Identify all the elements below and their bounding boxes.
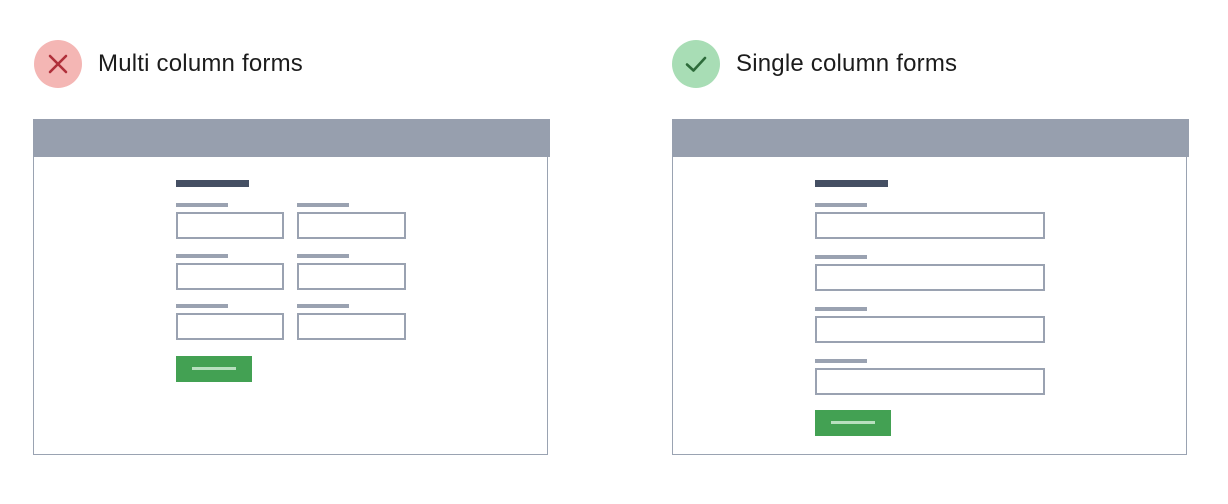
field-input[interactable] (176, 263, 284, 290)
multi-column-title: Multi column forms (98, 50, 303, 77)
field-input[interactable] (176, 313, 284, 340)
field-label (176, 203, 228, 207)
field-input[interactable] (815, 264, 1045, 291)
multi-column-header: Multi column forms (34, 40, 303, 88)
field-label (815, 255, 867, 259)
field-input[interactable] (815, 368, 1045, 395)
form-title (176, 180, 249, 187)
field-label (815, 359, 867, 363)
button-label-placeholder (192, 367, 236, 370)
multi-column-window (33, 119, 550, 455)
submit-button[interactable] (176, 356, 252, 382)
button-label-placeholder (831, 421, 875, 424)
field-label (297, 254, 349, 258)
single-column-header: Single column forms (672, 40, 957, 88)
x-mark-icon (34, 40, 82, 88)
check-mark-icon (672, 40, 720, 88)
single-column-title: Single column forms (736, 50, 958, 77)
field-label (297, 203, 349, 207)
field-label (815, 307, 867, 311)
field-input[interactable] (815, 316, 1045, 343)
submit-button[interactable] (815, 410, 891, 436)
field-input[interactable] (176, 212, 284, 239)
form-title (815, 180, 888, 187)
field-label (297, 304, 349, 308)
field-input[interactable] (815, 212, 1045, 239)
field-label (176, 304, 228, 308)
field-input[interactable] (297, 313, 406, 340)
field-input[interactable] (297, 263, 406, 290)
window-title-bar (672, 119, 1189, 157)
field-label (815, 203, 867, 207)
window-title-bar (33, 119, 550, 157)
single-column-window (672, 119, 1189, 455)
field-input[interactable] (297, 212, 406, 239)
field-label (176, 254, 228, 258)
